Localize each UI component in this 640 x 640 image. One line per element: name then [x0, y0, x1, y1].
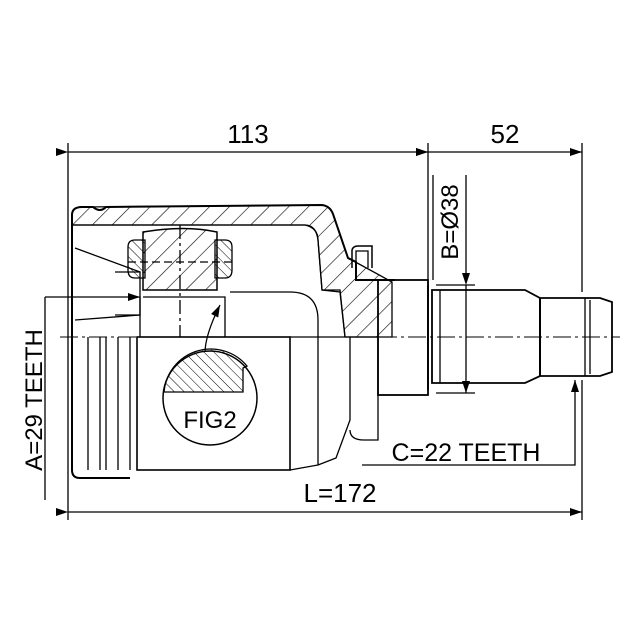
dim-label-a-teeth: A=29 TEETH: [21, 329, 48, 471]
dim-label-b-diameter: B=Ø38: [437, 184, 464, 259]
dim-label-total-length: L=172: [303, 478, 376, 508]
housing-lower-body: [136, 336, 291, 471]
shaft-spline: [427, 285, 613, 390]
housing-section: [71, 204, 393, 338]
fig2-label: FIG2: [183, 407, 236, 434]
dim-label-c-teeth: C=22 TEETH: [392, 439, 541, 467]
dim-label-52: 52: [491, 119, 520, 149]
dim-label-113: 113: [227, 119, 268, 149]
